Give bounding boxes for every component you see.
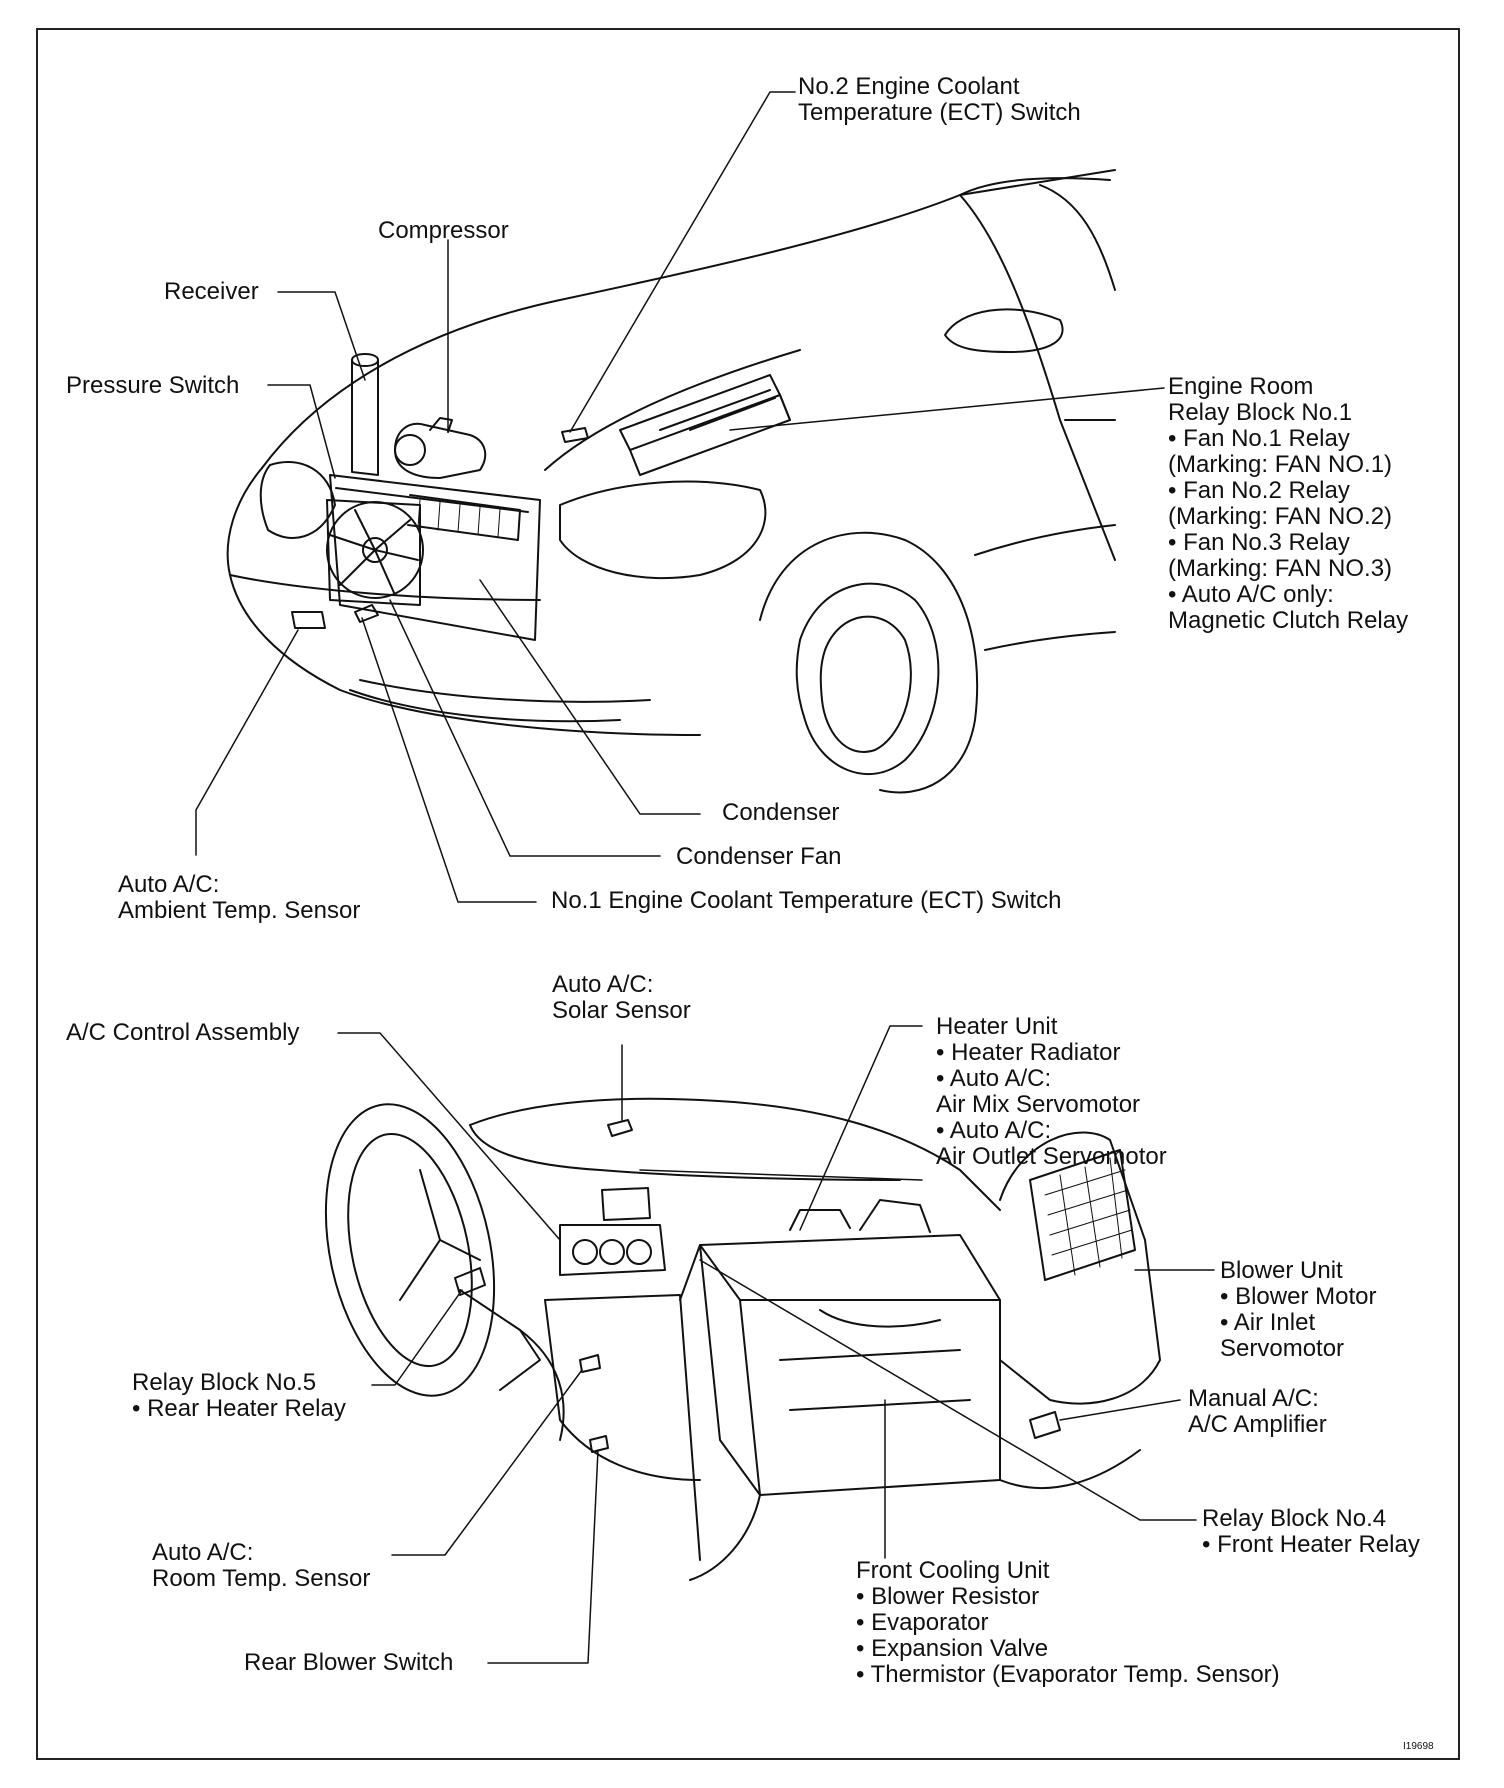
label-relay-block-4: Relay Block No.4 • Front Heater Relay bbox=[1202, 1505, 1420, 1558]
label-pressure-switch: Pressure Switch bbox=[66, 372, 240, 399]
label-no1-ect-switch: No.1 Engine Coolant Temperature (ECT) Sw… bbox=[551, 887, 1062, 914]
label-engine-room-relay-block-1: Engine Room Relay Block No.1 • Fan No.1 … bbox=[1168, 373, 1409, 634]
label-heater-unit: Heater Unit • Heater Radiator • Auto A/C… bbox=[936, 1013, 1167, 1170]
diagram-frame bbox=[36, 28, 1460, 1760]
label-solar-sensor: Auto A/C: Solar Sensor bbox=[552, 971, 691, 1024]
label-room-temp-sensor: Auto A/C: Room Temp. Sensor bbox=[152, 1539, 371, 1592]
label-ambient-temp-sensor: Auto A/C: Ambient Temp. Sensor bbox=[118, 871, 361, 924]
label-relay-block-5: Relay Block No.5 • Rear Heater Relay bbox=[132, 1369, 346, 1422]
label-compressor: Compressor bbox=[378, 217, 509, 244]
vehicle-front-drawing bbox=[226, 169, 1116, 794]
leader-lines bbox=[195, 91, 1215, 1664]
label-manual-ac-amplifier: Manual A/C: A/C Amplifier bbox=[1188, 1385, 1327, 1438]
dashboard-hvac-drawing bbox=[324, 1097, 1161, 1581]
figure-code: I19698 bbox=[1403, 1741, 1434, 1752]
label-condenser-fan: Condenser Fan bbox=[676, 843, 842, 870]
label-no2-ect-switch: No.2 Engine Coolant Temperature (ECT) Sw… bbox=[798, 73, 1081, 126]
label-rear-blower-switch: Rear Blower Switch bbox=[244, 1649, 454, 1676]
label-receiver: Receiver bbox=[164, 278, 259, 305]
label-blower-unit: Blower Unit • Blower Motor • Air Inlet S… bbox=[1220, 1257, 1377, 1362]
label-front-cooling-unit: Front Cooling Unit • Blower Resistor • E… bbox=[856, 1557, 1280, 1688]
label-ac-control-assembly: A/C Control Assembly bbox=[66, 1019, 300, 1046]
label-condenser: Condenser bbox=[722, 799, 840, 826]
